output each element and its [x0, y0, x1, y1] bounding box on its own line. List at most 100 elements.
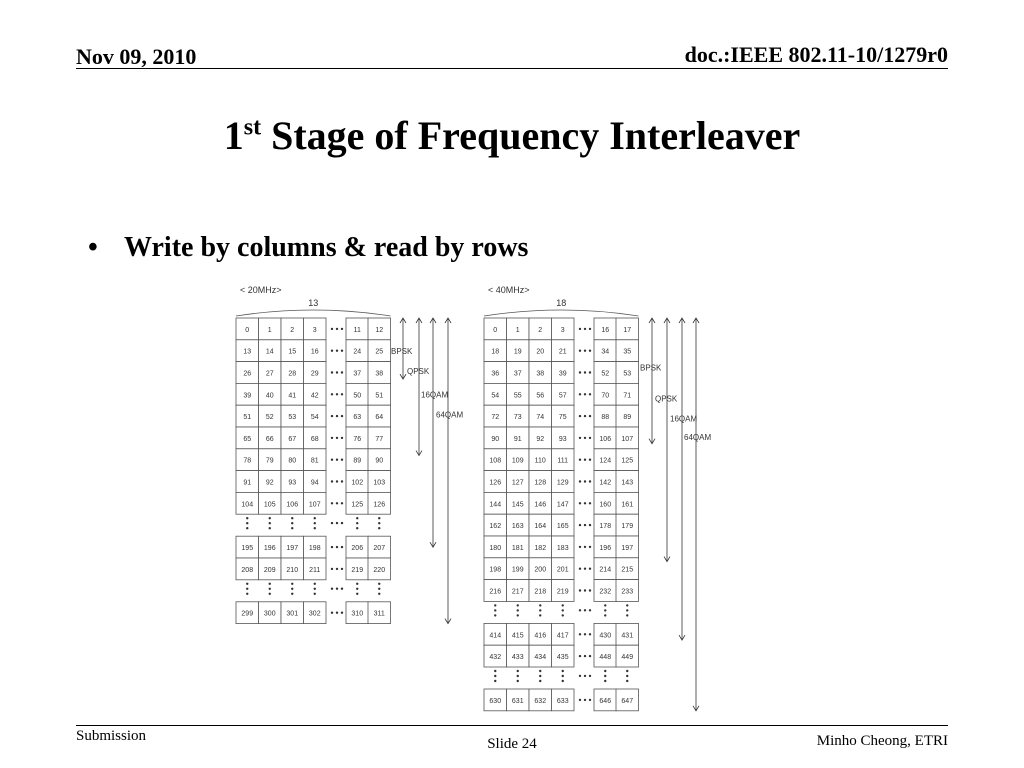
cell-value: 104 — [241, 501, 253, 508]
ellipsis-dot — [340, 414, 344, 418]
cell-value: 27 — [266, 371, 274, 378]
cell-value: 632 — [534, 698, 546, 705]
ellipsis-dot — [578, 567, 582, 570]
cell-value: 68 — [311, 436, 319, 443]
modulation-label: BPSK — [640, 364, 662, 373]
ellipsis-dot — [313, 587, 316, 590]
cell-value: 72 — [491, 414, 499, 421]
cell-value: 1 — [516, 327, 520, 334]
cell-value: 37 — [514, 371, 522, 378]
ellipsis-dot — [335, 611, 339, 614]
ellipsis-dot — [340, 545, 344, 549]
cell-value: 24 — [353, 349, 361, 356]
table-cell — [615, 688, 639, 712]
cell-value: 128 — [534, 480, 546, 487]
cell-value: 13 — [243, 349, 251, 356]
cell-value: 125 — [621, 458, 633, 465]
ellipsis-dot — [561, 669, 564, 673]
cell-value: 310 — [351, 611, 363, 618]
cell-value: 37 — [353, 371, 361, 378]
cell-value: 57 — [559, 392, 567, 399]
cell-value: 81 — [311, 458, 319, 465]
ellipsis-dot — [335, 502, 339, 505]
cell-value: 54 — [311, 414, 319, 421]
footer-rule — [76, 725, 948, 726]
ellipsis-dot — [335, 545, 339, 549]
ellipsis-dot — [340, 327, 344, 331]
ellipsis-dot — [583, 523, 587, 527]
ellipsis-dot — [578, 609, 582, 612]
table-cell — [551, 579, 575, 602]
ellipsis-dot — [588, 567, 592, 570]
ellipsis-dot — [578, 349, 582, 352]
columns-count-label: 13 — [308, 298, 318, 308]
cell-value: 94 — [311, 480, 319, 487]
footer-author: Minho Cheong, ETRI — [816, 733, 948, 749]
ellipsis-dot — [583, 633, 587, 636]
cell-value: 165 — [557, 523, 569, 530]
ellipsis-dot — [268, 522, 271, 525]
cell-value: 200 — [534, 567, 546, 574]
cell-value: 630 — [489, 698, 501, 705]
cell-value: 75 — [559, 414, 567, 421]
ellipsis-dot — [378, 582, 381, 585]
cell-value: 39 — [559, 371, 567, 378]
ellipsis-dot — [313, 522, 316, 525]
ellipsis-dot — [378, 592, 381, 595]
cell-value: 434 — [534, 654, 546, 661]
columns-brace — [483, 309, 639, 317]
ellipsis-dot — [335, 371, 339, 374]
cell-value: 56 — [536, 392, 544, 399]
modulation-label: BPSK — [391, 347, 413, 356]
ellipsis-dot — [588, 349, 592, 352]
cell-value: 3 — [313, 327, 317, 334]
diagram-bandwidth-label: < 40MHz> — [488, 285, 530, 295]
ellipsis-dot — [313, 582, 316, 585]
ellipsis-dot — [494, 669, 497, 673]
cell-value: 51 — [375, 392, 383, 399]
cell-value: 180 — [489, 545, 501, 552]
arrow-head-down — [648, 438, 656, 445]
ellipsis-dot — [356, 582, 359, 585]
title-rest: Stage of Frequency Interleaver — [261, 113, 801, 158]
table-cell — [551, 644, 575, 668]
ellipsis-dot — [539, 609, 542, 612]
ellipsis-dot — [604, 669, 607, 673]
title-prefix: 1 — [223, 113, 244, 158]
cell-value: 106 — [599, 436, 611, 443]
cell-value: 50 — [353, 392, 361, 399]
cell-value: 181 — [512, 545, 524, 552]
ellipsis-dot — [588, 480, 592, 483]
ellipsis-dot — [539, 674, 542, 678]
cell-value: 92 — [536, 436, 544, 443]
ellipsis-dot — [330, 349, 334, 352]
table-cell — [551, 688, 575, 712]
ellipsis-dot — [588, 674, 592, 678]
cell-value: 1 — [268, 327, 272, 334]
cell-value: 51 — [243, 414, 251, 421]
ellipsis-dot — [494, 674, 497, 678]
ellipsis-dot — [578, 545, 582, 549]
ellipsis-dot — [330, 502, 334, 505]
arrow-head-down — [692, 705, 700, 712]
ellipsis-dot — [588, 589, 592, 592]
ellipsis-dot — [335, 393, 339, 396]
table-cell — [615, 644, 639, 668]
modulation-label: 16QAM — [421, 391, 448, 400]
cell-value: 52 — [601, 371, 609, 378]
cell-value: 17 — [623, 327, 631, 334]
ellipsis-dot — [313, 527, 316, 530]
ellipsis-dot — [561, 609, 564, 612]
ellipsis-dot — [330, 393, 334, 396]
cell-value: 196 — [264, 545, 276, 552]
cell-value: 219 — [557, 589, 569, 596]
ellipsis-dot — [246, 517, 249, 520]
cell-value: 126 — [489, 480, 501, 487]
header-rule — [76, 68, 948, 69]
ellipsis-dot — [626, 604, 629, 607]
ellipsis-dot — [330, 611, 334, 614]
cell-value: 70 — [601, 392, 609, 399]
ellipsis-dot — [578, 371, 582, 374]
